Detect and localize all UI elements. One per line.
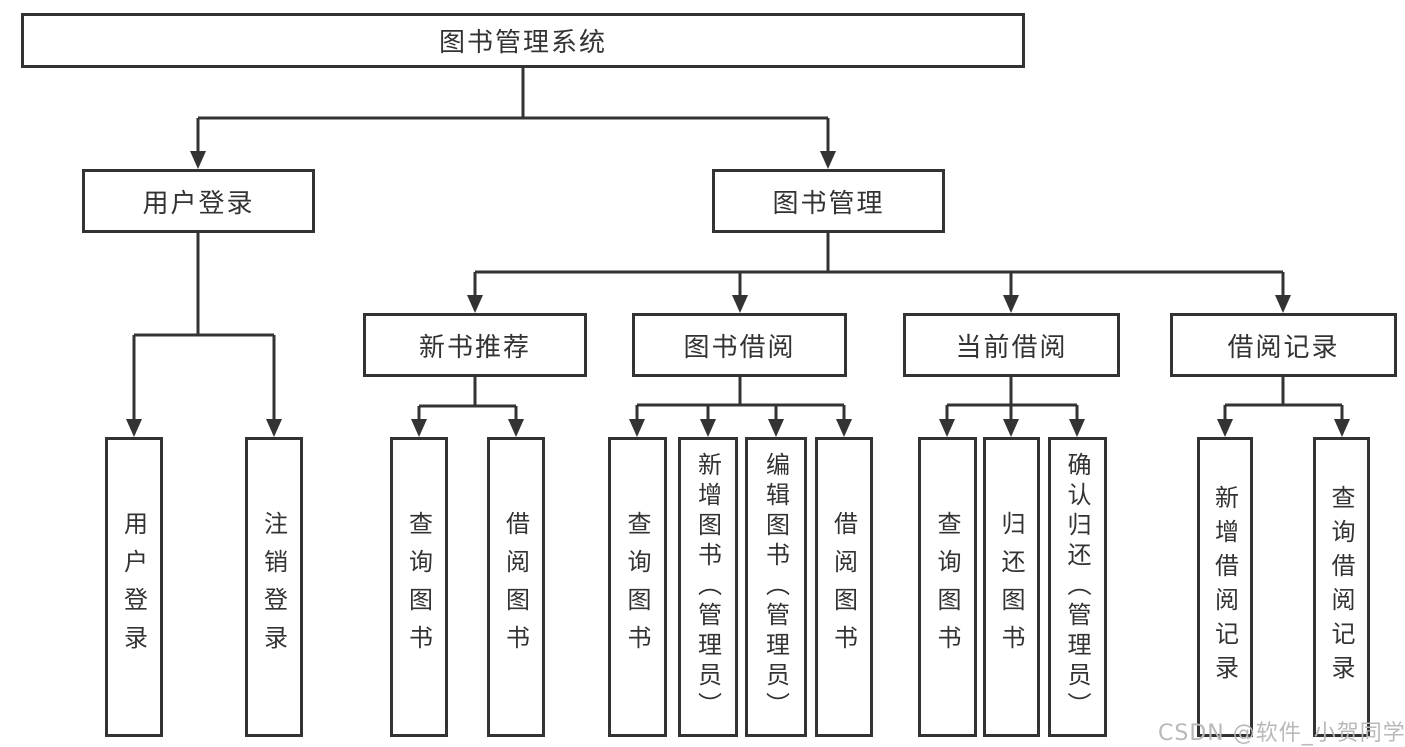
node-user-login: 用户登录 (82, 169, 315, 233)
leaf-add-book-admin: 新增图书（管理员） (678, 437, 738, 737)
node-new-book-recommend: 新书推荐 (363, 313, 587, 377)
arrow-down-icon (411, 419, 427, 437)
csdn-watermark: CSDN @软件_小贺同学 (1158, 721, 1405, 746)
connector-root-to-level2 (190, 66, 836, 169)
arrow-down-icon (1334, 419, 1350, 437)
arrow-down-icon (1217, 419, 1233, 437)
arrow-down-icon (126, 419, 142, 437)
arrow-down-icon (732, 295, 748, 313)
leaf-query-books-current: 查询图书 (918, 437, 977, 737)
arrow-down-icon (190, 151, 206, 169)
leaf-query-books-borrow: 查询图书 (608, 437, 667, 737)
node-borrow-records: 借阅记录 (1170, 313, 1397, 377)
leaf-add-borrow-record: 新增借阅记录 (1197, 437, 1253, 737)
arrow-down-icon (266, 419, 282, 437)
leaf-return-books: 归还图书 (983, 437, 1040, 737)
leaf-borrow-books-recommend: 借阅图书 (487, 437, 545, 737)
arrow-down-icon (1069, 419, 1085, 437)
arrow-down-icon (1003, 419, 1019, 437)
node-root-system: 图书管理系统 (21, 13, 1025, 68)
arrow-down-icon (768, 419, 784, 437)
connector-book-mgmt-to-groups (467, 233, 1291, 313)
leaf-edit-book-admin: 编辑图书（管理员） (745, 437, 807, 737)
connector-borrow-to-leaves (629, 377, 852, 437)
arrow-down-icon (1003, 295, 1019, 313)
leaf-query-borrow-record: 查询借阅记录 (1313, 437, 1370, 737)
arrow-down-icon (939, 419, 955, 437)
connector-user-login-to-leaves (126, 233, 282, 437)
arrow-down-icon (467, 295, 483, 313)
arrow-down-icon (629, 419, 645, 437)
node-book-management: 图书管理 (712, 169, 945, 233)
connector-records-to-leaves (1217, 377, 1350, 437)
arrow-down-icon (700, 419, 716, 437)
node-book-borrow: 图书借阅 (632, 313, 847, 377)
leaf-confirm-return-admin: 确认归还（管理员） (1048, 437, 1107, 737)
arrow-down-icon (508, 419, 524, 437)
arrow-down-icon (836, 419, 852, 437)
node-current-borrow: 当前借阅 (903, 313, 1120, 377)
connector-newbook-to-leaves (411, 377, 524, 437)
leaf-borrow-books: 借阅图书 (815, 437, 873, 737)
arrow-down-icon (1275, 295, 1291, 313)
leaf-user-login: 用户登录 (105, 437, 163, 737)
leaf-logout: 注销登录 (245, 437, 303, 737)
leaf-query-books-recommend: 查询图书 (390, 437, 448, 737)
arrow-down-icon (820, 151, 836, 169)
connector-current-to-leaves (939, 377, 1085, 437)
